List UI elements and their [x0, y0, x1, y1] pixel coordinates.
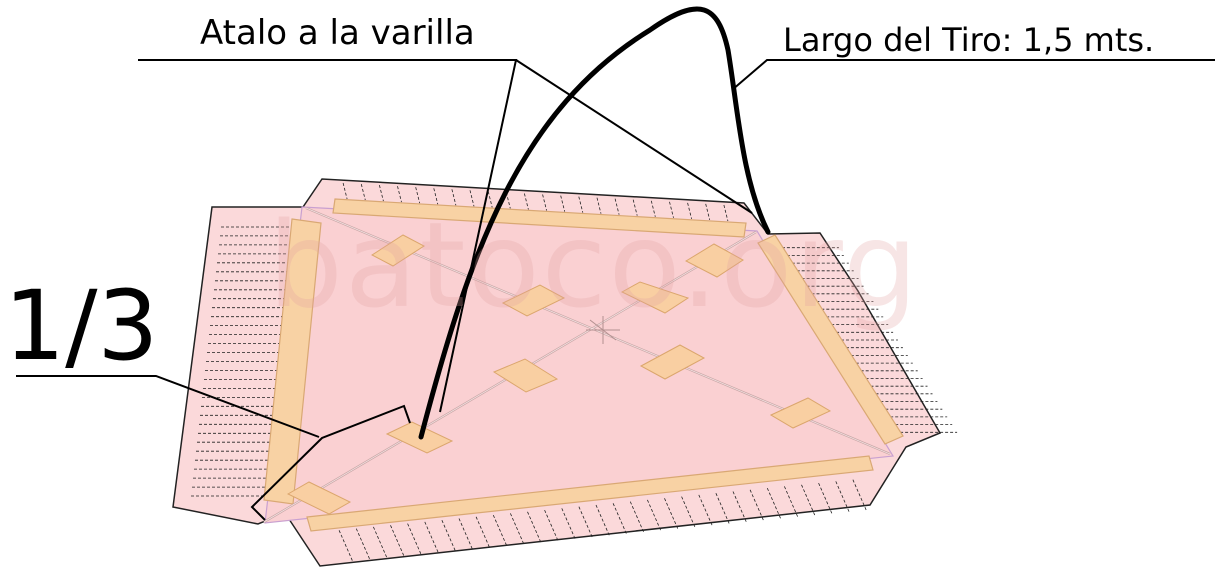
- hem-stitch: [475, 516, 491, 549]
- patch: [684, 243, 744, 278]
- hem-stitch: [766, 487, 782, 521]
- hem-stitch: [338, 530, 354, 563]
- hem-stitch: [669, 201, 674, 218]
- hem-stitch: [647, 499, 662, 533]
- hem-stitch: [578, 196, 584, 213]
- hem-stitch: [415, 187, 421, 204]
- bridle-length-label: Largo del Tiro: 1,5 mts.: [783, 21, 1155, 59]
- hem-stitch: [469, 190, 475, 207]
- hem-stitch: [835, 481, 851, 514]
- edge-spars: [263, 198, 904, 532]
- hem-stitch: [451, 189, 457, 206]
- patch: [492, 358, 559, 393]
- hem-stitch: [715, 493, 731, 526]
- right-spar: [757, 234, 904, 445]
- hem-stitch: [681, 496, 696, 529]
- patch: [286, 481, 352, 515]
- hem-stitch: [373, 526, 388, 560]
- hem-stitch: [360, 184, 366, 201]
- hem-stitch: [801, 484, 816, 517]
- hem-stitch: [595, 504, 611, 538]
- hem-stitch: [544, 509, 559, 543]
- hem-stitch: [705, 203, 711, 220]
- hem-stitch: [698, 494, 714, 528]
- hem-stitch: [852, 479, 868, 512]
- length-leader: [731, 59, 1215, 91]
- bridle-line: [418, 6, 771, 440]
- hem-stitch: [379, 185, 384, 202]
- hem-stitch: [542, 194, 547, 211]
- hem-stitch: [664, 498, 679, 531]
- hem-stitch: [650, 200, 656, 217]
- patch: [620, 281, 690, 314]
- hem-stitch: [732, 491, 748, 524]
- reinforcement-patches: [286, 234, 832, 515]
- leader-lines: [16, 59, 1215, 521]
- patch: [639, 344, 706, 380]
- hem-stitch: [390, 525, 405, 558]
- hem-stitch: [527, 511, 542, 544]
- hem-stitch: [612, 503, 628, 536]
- hem-stitch: [342, 182, 348, 200]
- hem-stitch: [561, 508, 577, 541]
- center-mark: [586, 316, 620, 344]
- hem-stitch: [723, 204, 729, 222]
- hem-stitch: [407, 523, 422, 556]
- watermark: batoco.org: [268, 196, 920, 334]
- third-leader: [16, 375, 320, 438]
- bottom-spar: [306, 455, 874, 532]
- patch: [501, 284, 566, 317]
- hem-stitch: [596, 197, 602, 214]
- hem-stitch: [614, 198, 620, 215]
- hem-stitch: [687, 202, 692, 219]
- hem-hatching: [191, 182, 958, 563]
- hem-stitch: [487, 191, 493, 208]
- hem-stitch: [632, 199, 638, 216]
- hem-stitch: [424, 521, 440, 555]
- hem-stitch: [397, 186, 402, 203]
- top-spar: [332, 198, 747, 238]
- one-third-label: 1/3: [4, 270, 159, 382]
- hem-stitch: [818, 482, 833, 516]
- hem-stitch: [560, 195, 566, 212]
- hem-stitch: [458, 518, 474, 551]
- hem-stitch: [524, 193, 529, 210]
- hem-stitch: [629, 501, 645, 534]
- patch: [371, 234, 425, 267]
- hem-stitch: [784, 486, 799, 519]
- hem-stitch: [433, 188, 439, 205]
- hem-stitch: [355, 528, 371, 561]
- third-bracket: [250, 404, 411, 521]
- hem-stitch: [492, 514, 508, 548]
- hem-stitch: [510, 513, 525, 546]
- hem-stitch: [441, 520, 457, 553]
- tie-to-rod-label: Atalo a la varilla: [200, 13, 475, 53]
- hem-stitch: [749, 489, 765, 522]
- patch: [769, 397, 832, 429]
- tie-leader-right: [515, 59, 753, 214]
- hem-stitch: [578, 506, 594, 539]
